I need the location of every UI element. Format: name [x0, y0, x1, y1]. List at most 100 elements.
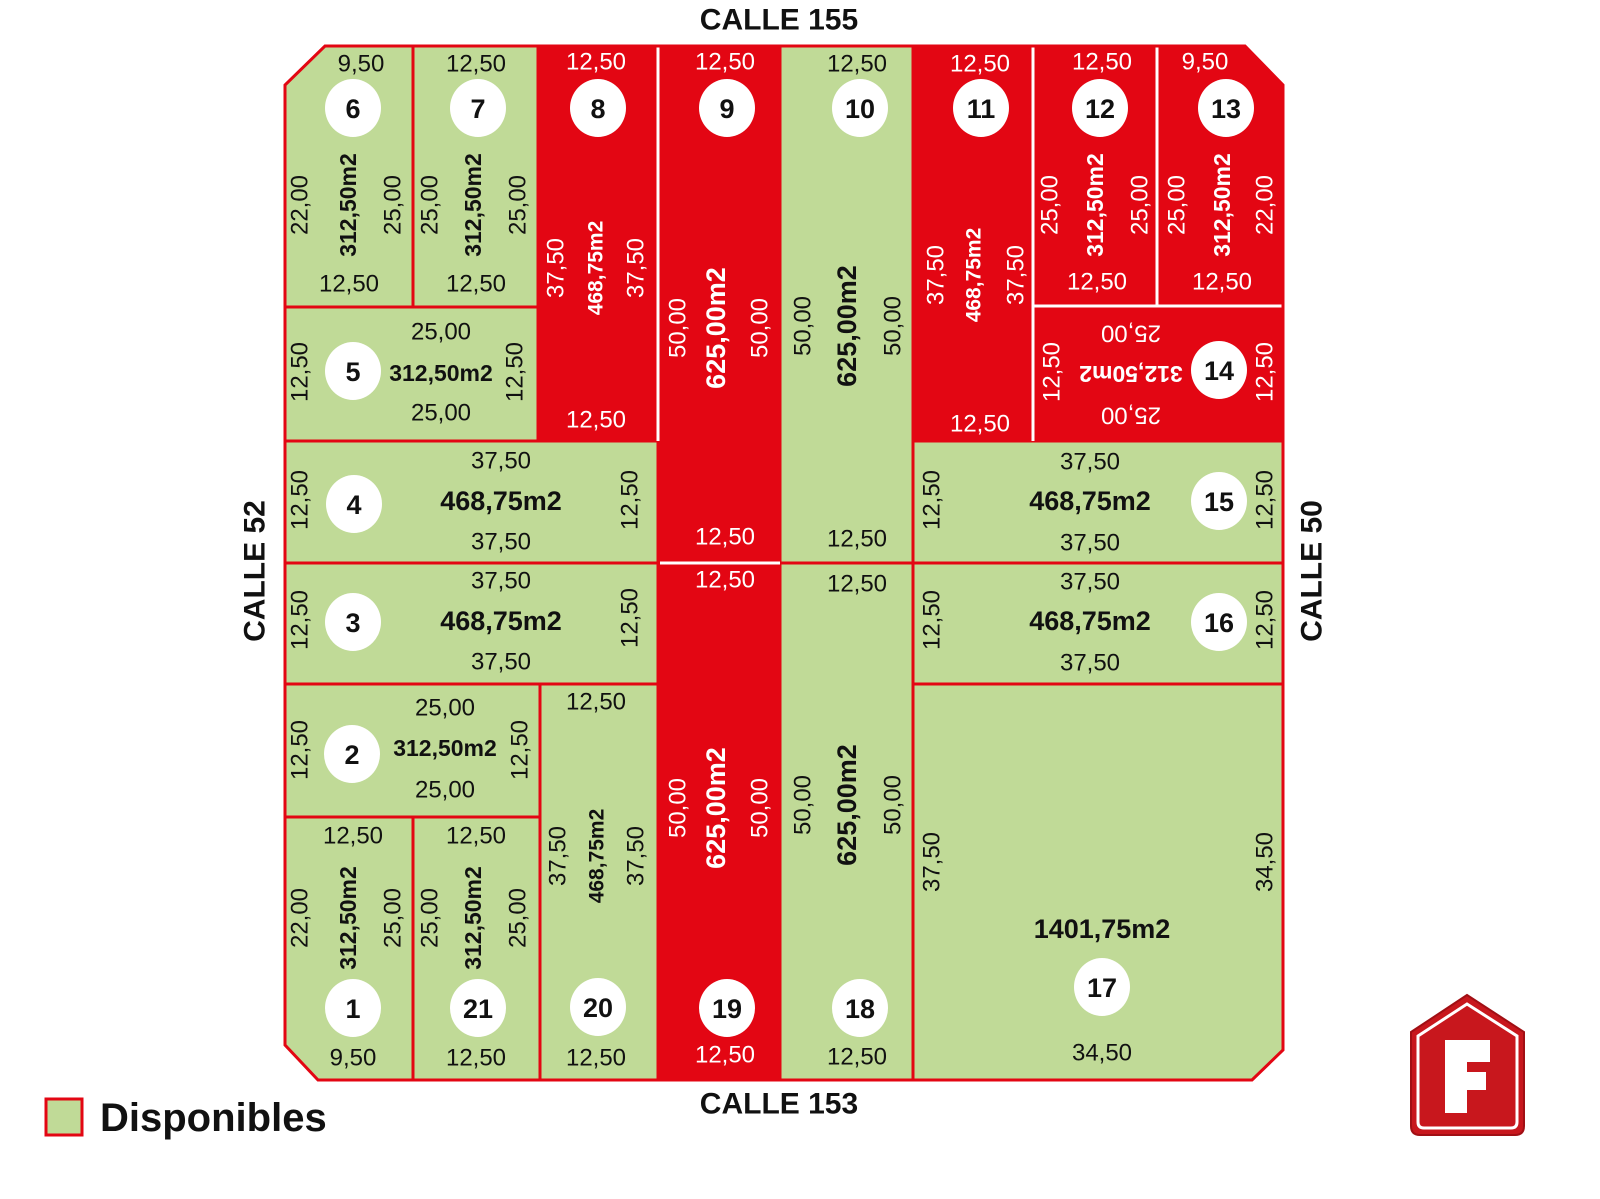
lot-dimension-top: 9,50 [1182, 49, 1229, 76]
lot-dimension-left: 25,00 [417, 175, 444, 235]
lot-dimension-bottom: 37,50 [1060, 650, 1120, 677]
lot-dimension-bottom: 25,00 [1101, 402, 1161, 429]
lot-area: 625,00m2 [832, 744, 862, 866]
lot-number-badge[interactable] [570, 978, 626, 1036]
lot-dimension-left: 50,00 [665, 298, 692, 358]
lot-number: 10 [845, 94, 875, 124]
lot-number-badge[interactable] [325, 342, 381, 400]
lot-dimension-top: 37,50 [1060, 449, 1120, 476]
lot-area: 312,50m2 [1079, 361, 1183, 387]
lot-dimension-right: 12,50 [1252, 470, 1279, 530]
lot-dimension-bottom: 12,50 [1067, 269, 1127, 296]
lot-dimension-right: 50,00 [880, 296, 907, 356]
lot-dimension-right: 25,00 [380, 888, 407, 948]
lot-dimension-left: 50,00 [790, 775, 817, 835]
lot-number-badge[interactable] [325, 979, 381, 1037]
lot-dividers [656, 46, 1283, 565]
lot-area: 468,75m2 [963, 228, 986, 323]
lot-number: 3 [345, 608, 360, 638]
lot-dimension-right: 34,50 [1252, 832, 1279, 892]
lot-dimension-left: 12,50 [287, 342, 314, 402]
lot-dimension-top: 37,50 [471, 448, 531, 475]
lot-dimension-right: 12,50 [617, 588, 644, 648]
lot-number-badge[interactable] [570, 79, 626, 137]
lot-area: 312,50m2 [1209, 153, 1235, 257]
lot-number-badge[interactable] [326, 475, 382, 533]
lot-dimension-bottom: 12,50 [695, 1042, 755, 1069]
legend-swatch [44, 1097, 84, 1137]
lot-dimension-right: 50,00 [880, 775, 907, 835]
lot-dimension-bottom: 12,50 [566, 407, 626, 434]
lot-dimension-left: 12,50 [287, 470, 314, 530]
lot-number-badge[interactable] [1191, 593, 1247, 651]
lot-number: 5 [345, 357, 360, 387]
lot-number-badge[interactable] [1072, 79, 1128, 137]
lot-dimension-bottom: 12,50 [695, 524, 755, 551]
lot-dimension-right: 22,00 [1252, 175, 1279, 235]
lot-number-badge[interactable] [1074, 958, 1130, 1016]
lot-dimension-left: 12,50 [919, 470, 946, 530]
lot-number: 8 [590, 94, 605, 124]
lot-dimension-bottom: 25,00 [415, 777, 475, 804]
lot-area: 468,75m2 [1029, 486, 1151, 516]
lot-area: 1401,75m2 [1034, 914, 1171, 944]
lot-dimension-bottom: 9,50 [330, 1045, 377, 1072]
lot-area: 312,50m2 [335, 153, 361, 257]
street-north: CALLE 155 [700, 4, 858, 37]
lot-number: 15 [1204, 487, 1234, 517]
lot-dimension-left: 37,50 [923, 245, 950, 305]
lot-dimension-right: 25,00 [505, 175, 532, 235]
lot-number-badge[interactable] [832, 79, 888, 137]
lot-dimension-left: 25,00 [1037, 175, 1064, 235]
lot-dimension-right: 50,00 [747, 778, 774, 838]
lot-dimension-top: 9,50 [338, 51, 385, 78]
lot-area: 312,50m2 [335, 866, 361, 970]
lot-number-badge[interactable] [450, 79, 506, 137]
lot-dimension-right: 37,50 [623, 826, 650, 886]
lot-number-badge[interactable] [325, 593, 381, 651]
lot-number-badge[interactable] [1191, 341, 1247, 399]
lot-dimension-top: 12,50 [695, 49, 755, 76]
lot-number-badge[interactable] [324, 725, 380, 783]
lot-number-badge[interactable] [1198, 79, 1254, 137]
lot-area: 625,00m2 [701, 747, 731, 869]
lot-number-badge[interactable] [1191, 472, 1247, 530]
lot-number: 14 [1204, 356, 1234, 386]
lot-dimension-bottom: 12,50 [950, 411, 1010, 438]
lot-dimension-right: 37,50 [1003, 245, 1030, 305]
lot-dimension-right: 12,50 [502, 342, 529, 402]
lot-number-badge[interactable] [953, 79, 1009, 137]
lot-number-badge[interactable] [699, 79, 755, 137]
lot-number: 16 [1204, 608, 1234, 638]
lot-number-badge[interactable] [450, 979, 506, 1037]
lot-dimension-left: 50,00 [665, 778, 692, 838]
lot-area: 468,75m2 [585, 221, 608, 316]
lot-dimension-left: 37,50 [543, 238, 570, 298]
lot-number-badge[interactable] [699, 979, 755, 1037]
lot-dimension-left: 22,00 [287, 888, 314, 948]
lot-17-parcel[interactable] [911, 682, 1283, 1080]
lot-area: 468,75m2 [440, 606, 562, 636]
lot-number-badge[interactable] [325, 79, 381, 137]
lot-dimension-bottom: 12,50 [446, 1045, 506, 1072]
lot-dimension-top: 12,50 [695, 567, 755, 594]
lot-dimension-left: 25,00 [1164, 175, 1191, 235]
lot-dimension-bottom: 37,50 [1060, 530, 1120, 557]
lot-area: 312,50m2 [393, 735, 497, 761]
lot-number-badge[interactable] [832, 979, 888, 1037]
lot-area: 312,50m2 [460, 153, 486, 257]
lot-dimension-right: 25,00 [380, 175, 407, 235]
